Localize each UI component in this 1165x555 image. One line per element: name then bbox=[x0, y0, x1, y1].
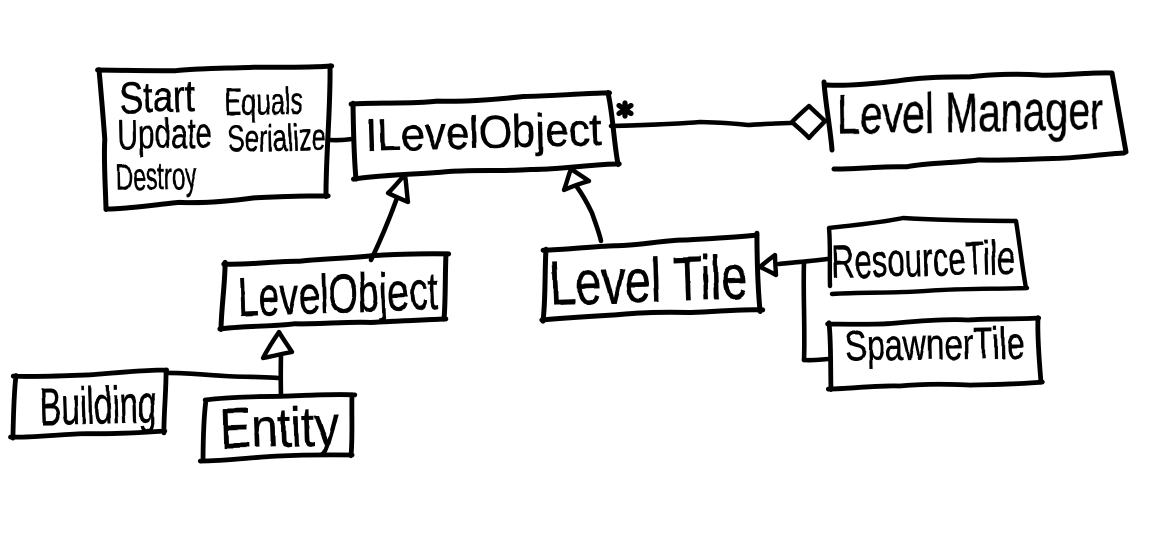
svg-text:ILevelObject: ILevelObject bbox=[365, 103, 602, 161]
svg-text:Level Manager: Level Manager bbox=[837, 78, 1104, 146]
svg-text:ResourceTile: ResourceTile bbox=[831, 230, 1015, 288]
svg-text:Destroy: Destroy bbox=[115, 156, 197, 199]
svg-text:Update: Update bbox=[116, 109, 212, 158]
svg-text:Equals: Equals bbox=[224, 81, 303, 124]
svg-text:Serialize: Serialize bbox=[227, 116, 326, 161]
svg-text:Start: Start bbox=[119, 72, 195, 123]
svg-text:Level Tile: Level Tile bbox=[548, 243, 748, 319]
svg-text:SpawnerTile: SpawnerTile bbox=[844, 319, 1025, 371]
svg-text:Entity: Entity bbox=[219, 394, 340, 460]
svg-text:LevelObject: LevelObject bbox=[236, 261, 439, 328]
svg-text:Building: Building bbox=[39, 375, 158, 437]
